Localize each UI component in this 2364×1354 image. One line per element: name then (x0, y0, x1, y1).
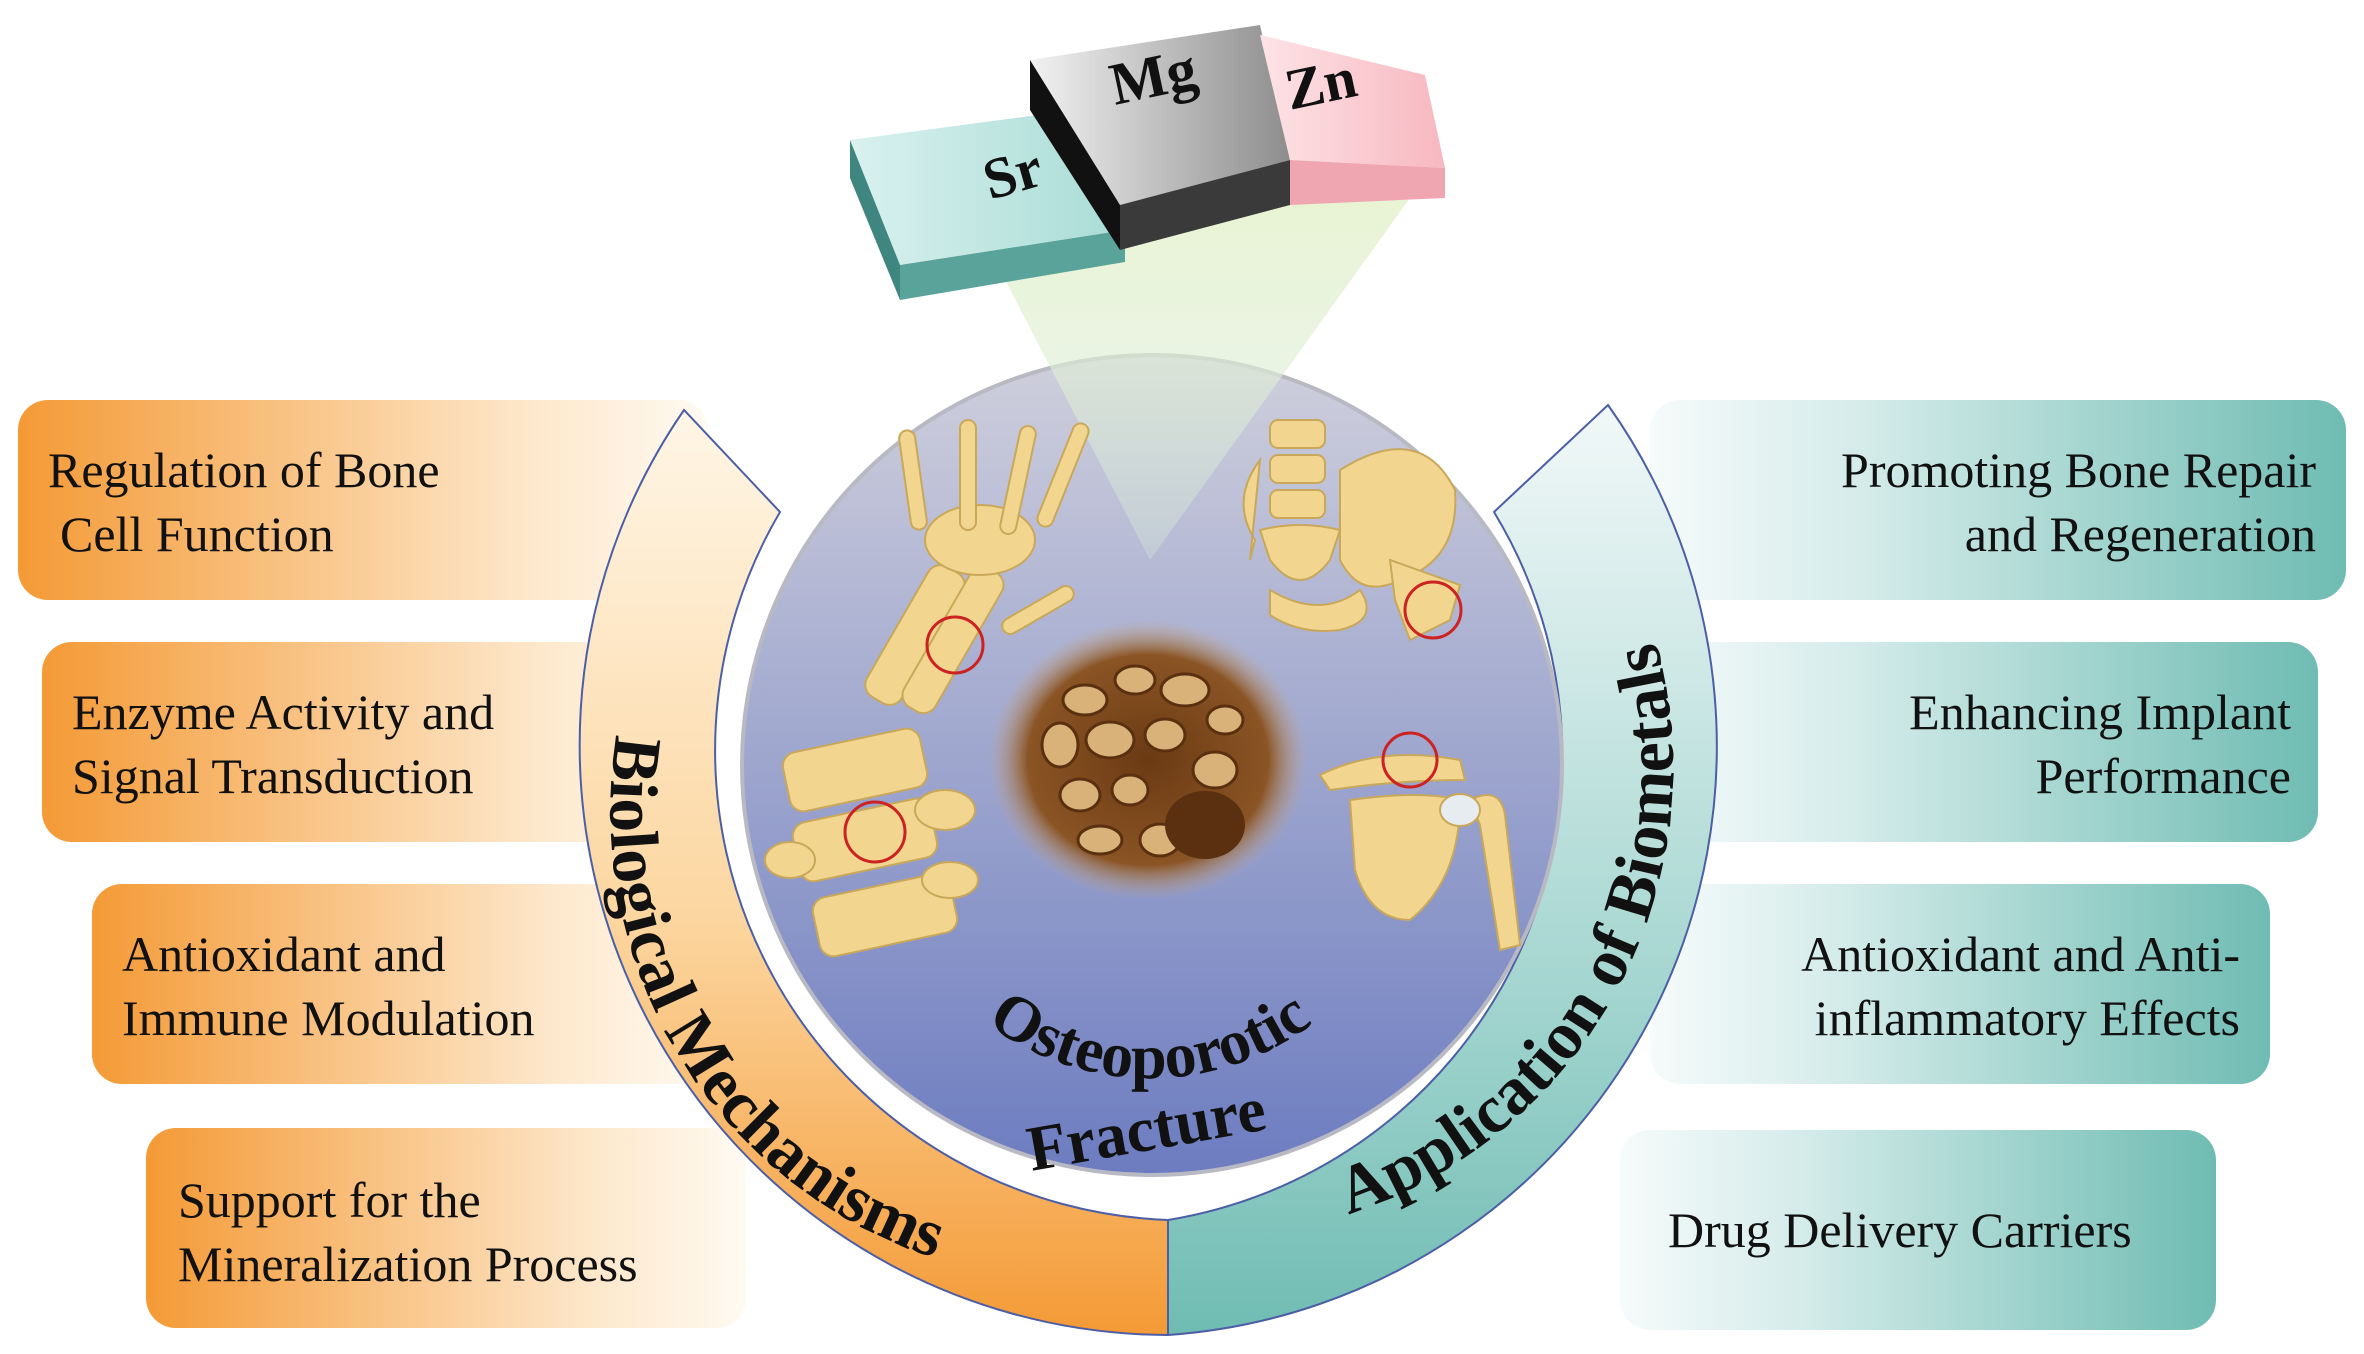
shoulder-icon (1318, 754, 1522, 952)
left-box-3 (92, 884, 708, 1084)
wrist-fracture-marker (925, 615, 985, 675)
right-box-3 (1650, 884, 2270, 1084)
right-box-4 (1620, 1130, 2216, 1330)
left-box-4-text: Support for the Mineralization Process (178, 1168, 638, 1296)
left-box-1 (18, 400, 708, 600)
spine-fracture-marker (843, 800, 907, 864)
right-box-1-text: Promoting Bone Repair and Regeneration (1841, 438, 2316, 566)
element-blocks: Sr Mg Zn (850, 25, 1445, 300)
right-box-4-text: Drug Delivery Carriers (1668, 1198, 2132, 1262)
left-box-3-text: Antioxidant and Immune Modulation (122, 922, 534, 1050)
right-boxes-group (1620, 400, 2346, 1330)
left-box-4-line-2: Mineralization Process (178, 1236, 638, 1292)
left-box-2 (42, 642, 708, 842)
mg-block-top (1030, 25, 1290, 205)
right-box-1-line-2: and Regeneration (1964, 506, 2316, 562)
left-box-4-line-1: Support for the (178, 1172, 481, 1228)
left-box-3-line-2: Immune Modulation (122, 990, 535, 1046)
left-boxes-group (18, 400, 746, 1328)
shoulder-fracture-marker (1381, 731, 1439, 789)
outer-ring (578, 403, 1718, 1337)
left-box-1-line-2: Cell Function (60, 506, 334, 562)
right-box-1 (1650, 400, 2346, 600)
right-box-3-line-2: inflammatory Effects (1814, 990, 2240, 1046)
left-arc (578, 408, 1169, 1337)
zn-block-top (1260, 35, 1445, 168)
wrist-bone-icon (864, 419, 1090, 715)
left-box-3-line-1: Antioxidant and (122, 926, 446, 982)
right-box-1-line-1: Promoting Bone Repair (1841, 442, 2316, 498)
vertebra-icon (764, 727, 979, 958)
right-box-3-line-1: Antioxidant and Anti- (1801, 926, 2240, 982)
right-box-4-line-1: Drug Delivery Carriers (1668, 1202, 2132, 1258)
porous-bone-icon (988, 620, 1308, 900)
right-box-2-line-1: Enhancing Implant (1909, 684, 2291, 740)
left-box-1-text: Regulation of Bone Cell Function (48, 438, 440, 566)
left-box-2-line-2: Signal Transduction (72, 748, 474, 804)
right-box-2 (1650, 642, 2318, 842)
right-box-2-text: Enhancing Implant Performance (1909, 680, 2291, 808)
pelvis-hip-icon (1242, 419, 1462, 642)
light-beam (1000, 170, 1430, 560)
left-box-1-line-1: Regulation of Bone (48, 442, 440, 498)
right-box-2-line-2: Performance (2035, 748, 2291, 804)
right-box-3-text: Antioxidant and Anti- inflammatory Effec… (1801, 922, 2240, 1050)
left-box-4 (146, 1128, 746, 1328)
hip-fracture-marker (1403, 580, 1463, 640)
left-box-2-line-1: Enzyme Activity and (72, 684, 495, 740)
left-box-2-text: Enzyme Activity and Signal Transduction (72, 680, 494, 808)
element-zn: Zn (1279, 44, 1362, 122)
right-arc (1167, 403, 1718, 1337)
